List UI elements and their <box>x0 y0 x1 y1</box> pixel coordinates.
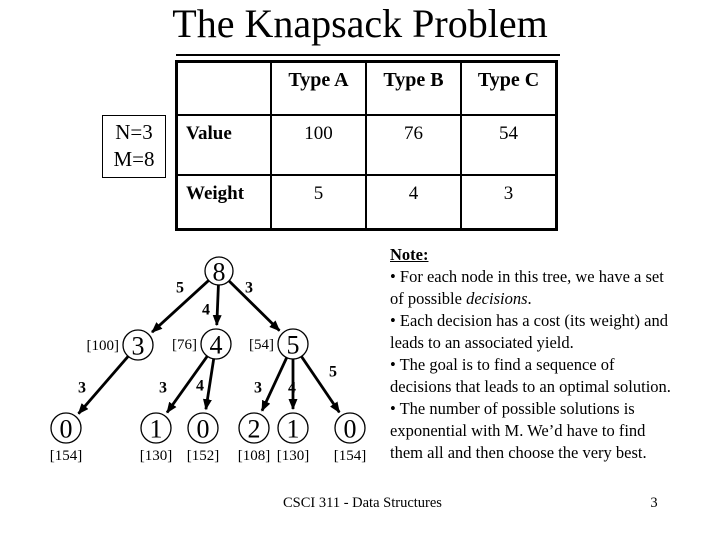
table-corner-cell <box>178 63 270 114</box>
value-type-c: 54 <box>462 116 555 174</box>
tree-node-value: 1 <box>150 415 163 444</box>
row-header-value: Value <box>178 116 270 174</box>
tree-edge <box>300 355 341 414</box>
weight-type-c: 3 <box>462 176 555 228</box>
tree-node-circle <box>50 412 82 444</box>
tree-edge <box>202 358 216 411</box>
tree-node-value: 2 <box>248 415 261 444</box>
tree-edge-weight: 3 <box>254 380 262 397</box>
col-header-type-a: Type A <box>272 63 365 114</box>
col-header-type-b: Type B <box>367 63 460 114</box>
tree-edge-weight: 3 <box>245 280 253 297</box>
tree-node-yield: [154] <box>334 448 367 464</box>
tree-node-yield: [152] <box>187 448 220 464</box>
tree-node-yield: [130] <box>277 448 310 464</box>
weight-type-a: 5 <box>272 176 365 228</box>
tree-edge <box>151 279 210 334</box>
tree-node-value: 8 <box>213 258 226 287</box>
tree-edge-weight: 5 <box>329 364 337 381</box>
footer-course: CSCI 311 - Data Structures <box>283 495 442 511</box>
tree-node-yield: [100] <box>87 338 120 354</box>
tree-node-yield: [154] <box>50 448 83 464</box>
tree-node-circle <box>277 412 309 444</box>
knapsack-table: Type A Type B Type C Value 100 76 54 Wei… <box>175 60 558 231</box>
value-type-a: 100 <box>272 116 365 174</box>
tree-edge-weight: 3 <box>159 380 167 397</box>
title-underline <box>176 54 560 56</box>
tree-node-yield: [76] <box>172 337 197 353</box>
col-header-type-c: Type C <box>462 63 555 114</box>
note-italic-word: decisions <box>466 289 528 308</box>
note-bullet-3: • The goal is to find a sequence of deci… <box>390 355 671 396</box>
tree-edge-weight: 4 <box>202 302 210 319</box>
tree-node-circle <box>238 412 270 444</box>
tree-node-value: 0 <box>344 415 357 444</box>
parameters-box: N=3 M=8 <box>102 115 166 178</box>
tree-node-circle <box>277 328 309 360</box>
tree-node-value: 1 <box>287 415 300 444</box>
tree-edge <box>77 355 130 415</box>
page-title: The Knapsack Problem <box>172 1 548 46</box>
note-block: Note: • For each node in this tree, we h… <box>390 244 716 464</box>
tree-node-value: 5 <box>287 331 300 360</box>
tree-node-circle <box>122 329 154 361</box>
tree-node-value: 0 <box>197 415 210 444</box>
note-bullet-4: • The number of possible solutions is ex… <box>390 399 647 462</box>
tree-node-yield: [54] <box>249 337 274 353</box>
tree-edge-weight: 4 <box>196 378 204 395</box>
tree-node-value: 3 <box>132 332 145 361</box>
row-header-weight: Weight <box>178 176 270 228</box>
tree-node-yield: [108] <box>238 448 271 464</box>
note-heading: Note: <box>390 245 429 264</box>
value-type-b: 76 <box>367 116 460 174</box>
tree-edge <box>212 284 222 327</box>
tree-node-yield: [130] <box>140 448 173 464</box>
tree-edge <box>260 357 288 412</box>
tree-edge-weight: 4 <box>288 380 296 397</box>
tree-node-circle <box>140 412 172 444</box>
tree-node-circle <box>200 328 232 360</box>
param-m: M=8 <box>113 147 155 171</box>
tree-node-circle <box>334 412 366 444</box>
tree-edge-weight: 5 <box>176 280 184 297</box>
tree-node-value: 4 <box>210 331 223 360</box>
tree-edge-weight: 3 <box>78 380 86 397</box>
tree-edge <box>227 279 281 332</box>
weight-type-b: 4 <box>367 176 460 228</box>
tree-edge <box>165 355 209 414</box>
note-bullet-2: • Each decision has a cost (its weight) … <box>390 311 668 352</box>
note-bullet-1: • For each node in this tree, we have a … <box>390 267 664 308</box>
tree-node-circle <box>187 412 219 444</box>
page-number: 3 <box>650 495 658 511</box>
tree-node-circle <box>204 256 234 286</box>
param-n: N=3 <box>115 120 153 144</box>
tree-node-value: 0 <box>60 415 73 444</box>
